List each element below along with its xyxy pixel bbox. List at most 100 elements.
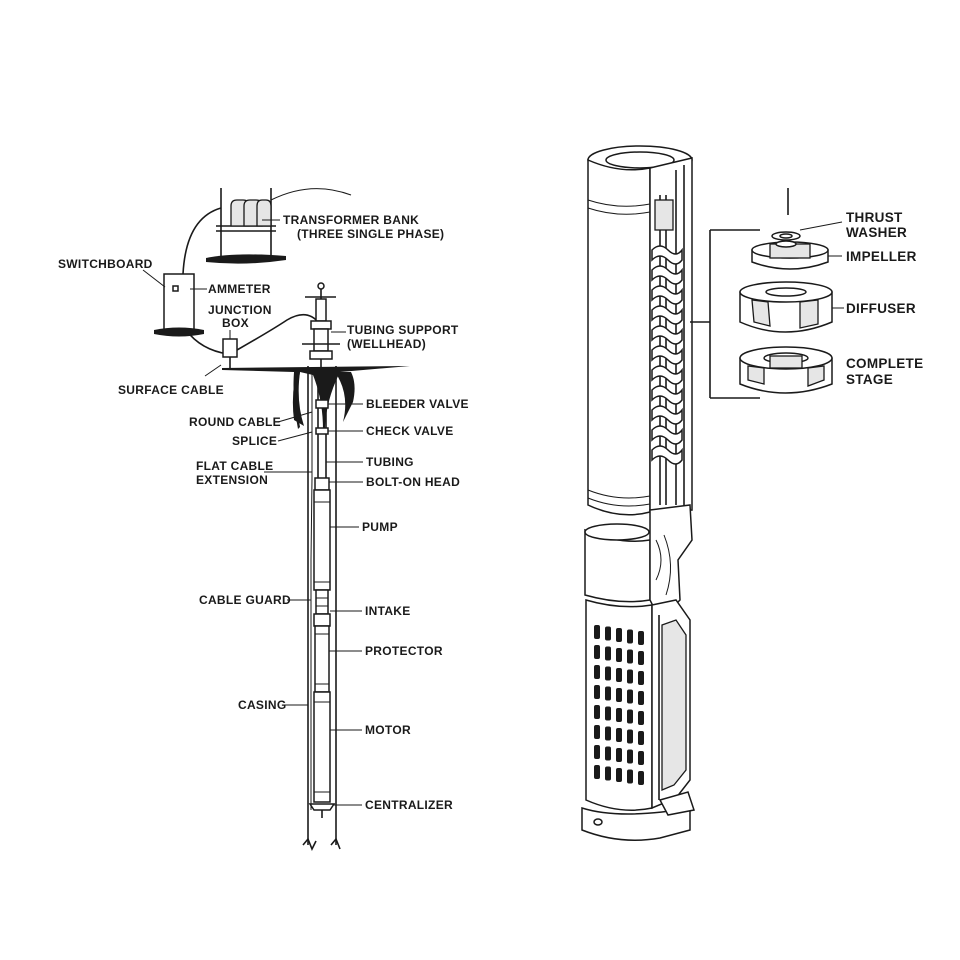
well-casing — [302, 366, 341, 851]
stage-element — [651, 405, 683, 425]
intake-screen — [585, 598, 691, 811]
complete-stage-label-2: STAGE — [846, 372, 893, 387]
intake-slot — [616, 768, 622, 782]
stage-element — [651, 365, 683, 385]
pump-assembly — [308, 477, 336, 818]
tubing-support-label: TUBING SUPPORT — [347, 323, 459, 337]
ammeter-label: AMMETER — [208, 282, 271, 296]
intake-slot — [616, 648, 622, 662]
intake-slot — [594, 645, 600, 659]
ground-surface — [222, 366, 410, 432]
leader-lines-right — [799, 221, 844, 309]
intake-slot — [594, 685, 600, 699]
intake-slot — [627, 709, 633, 724]
cable-guard-label: CABLE GUARD — [199, 593, 291, 607]
intake-slot — [605, 666, 611, 681]
intake-slot — [638, 751, 644, 765]
check-valve-label: CHECK VALVE — [366, 424, 454, 438]
intake-slot — [638, 651, 644, 665]
bolt-on-head-label: BOLT-ON HEAD — [366, 475, 460, 489]
thrust-washer — [771, 231, 801, 241]
intake-slot — [605, 706, 611, 721]
junction-box-label-2: BOX — [222, 316, 249, 330]
stage-element — [651, 345, 683, 365]
intake-slot — [627, 729, 633, 744]
thrust-washer-label-2: WASHER — [846, 225, 907, 240]
intake-slot — [627, 689, 633, 704]
esp-system-diagram: TRANSFORMER BANK (THREE SINGLE PHASE) SW… — [58, 188, 469, 851]
intake-slot — [638, 691, 644, 705]
intake-slot — [638, 671, 644, 685]
intake-slot — [616, 728, 622, 742]
splice-label: SPLICE — [232, 434, 277, 448]
intake-slot — [616, 708, 622, 722]
transformer-bank-label: TRANSFORMER BANK — [283, 213, 419, 227]
switchboard-label: SWITCHBOARD — [58, 257, 153, 271]
intake-slot — [616, 748, 622, 762]
intake-slot — [594, 765, 600, 779]
transformer-bank-sublabel: (THREE SINGLE PHASE) — [297, 227, 444, 241]
intake-slot — [605, 646, 611, 661]
intake-slot — [605, 626, 611, 641]
intake-slot — [605, 746, 611, 761]
switchboard — [154, 273, 204, 337]
surface-cable-label: SURFACE CABLE — [118, 383, 224, 397]
pump-stages — [651, 245, 683, 465]
intake-slot — [616, 628, 622, 642]
pump-intake-section — [584, 504, 693, 622]
intake-slot — [616, 668, 622, 682]
intake-slot — [605, 766, 611, 781]
leader-lines — [142, 219, 363, 806]
exploded-view-bracket — [690, 188, 789, 399]
casing-label: CASING — [238, 698, 286, 712]
diffuser — [739, 281, 833, 333]
intake-slot — [594, 705, 600, 719]
junction-box-label: JUNCTION — [208, 303, 272, 317]
intake-slot — [627, 649, 633, 664]
intake-slot — [627, 669, 633, 684]
flat-cable-label-2: EXTENSION — [196, 473, 268, 487]
stage-element — [651, 285, 683, 305]
intake-slot — [594, 665, 600, 679]
stage-element — [651, 425, 683, 445]
intake-slot — [638, 711, 644, 725]
pump-label: PUMP — [362, 520, 398, 534]
junction-box — [222, 338, 238, 368]
intake-slot — [638, 631, 644, 645]
intake-slot — [638, 731, 644, 745]
flat-cable-label: FLAT CABLE — [196, 459, 273, 473]
protector-label: PROTECTOR — [365, 644, 443, 658]
tubing-support-sublabel: (WELLHEAD) — [347, 337, 426, 351]
intake-slot — [605, 726, 611, 741]
intake-slot — [627, 629, 633, 644]
stage-element — [651, 305, 683, 325]
stage-element — [651, 325, 683, 345]
intake-slot — [638, 771, 644, 785]
impeller — [751, 240, 829, 270]
intake-slot — [594, 625, 600, 639]
intake-slot — [594, 725, 600, 739]
complete-stage-label: COMPLETE — [846, 356, 923, 371]
intake-slot — [627, 749, 633, 764]
motor-label: MOTOR — [365, 723, 411, 737]
intake-slot — [627, 769, 633, 784]
pump-cutaway-diagram: THRUST WASHER IMPELLER DIFFUSER COMPLETE… — [581, 145, 923, 841]
impeller-label: IMPELLER — [846, 249, 917, 264]
centralizer-label: CENTRALIZER — [365, 798, 453, 812]
thrust-washer-label: THRUST — [846, 210, 903, 225]
intake-slot — [605, 686, 611, 701]
stage-element — [651, 245, 683, 265]
tubing-label: TUBING — [366, 455, 414, 469]
wellhead — [302, 282, 340, 368]
diffuser-label: DIFFUSER — [846, 301, 916, 316]
bleeder-valve-label: BLEEDER VALVE — [366, 397, 469, 411]
intake-label: INTAKE — [365, 604, 411, 618]
stage-element — [651, 265, 683, 285]
stage-element — [651, 445, 683, 465]
complete-stage — [739, 346, 833, 394]
base-flange — [581, 791, 695, 841]
round-cable-label: ROUND CABLE — [189, 415, 281, 429]
intake-slot — [616, 688, 622, 702]
